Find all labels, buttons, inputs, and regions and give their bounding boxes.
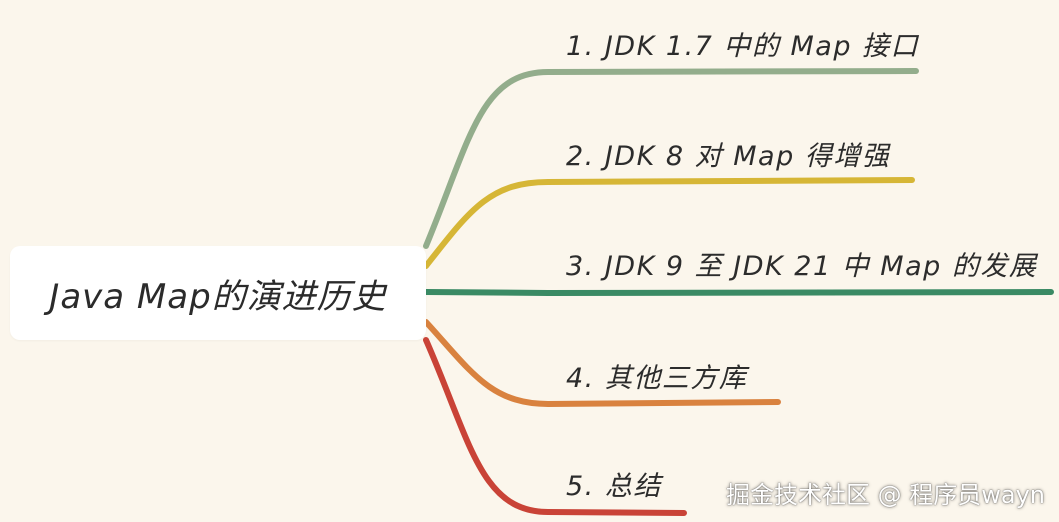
branch-5-connector xyxy=(423,337,687,516)
branch-1-label: 1. JDK 1.7 中的 Map 接口 xyxy=(566,31,920,62)
branch-3-connector xyxy=(423,289,1054,297)
branch-5-label: 5. 总结 xyxy=(566,471,662,502)
branch-4-label: 4. 其他三方库 xyxy=(566,363,748,394)
branch-3-label: 3. JDK 9 至 JDK 21 中 Map 的发展 xyxy=(566,251,1038,282)
branch-2-label: 2. JDK 8 对 Map 得增强 xyxy=(566,141,891,172)
root-node-box xyxy=(10,246,426,340)
watermark: 掘金技术社区 @ 程序员wayn xyxy=(725,481,1045,509)
branch-1-connector xyxy=(423,68,919,249)
branch-2-connector xyxy=(423,177,915,269)
branch-4-connector xyxy=(423,319,781,408)
root-node-title: Java Map的演进历史 xyxy=(49,276,387,317)
